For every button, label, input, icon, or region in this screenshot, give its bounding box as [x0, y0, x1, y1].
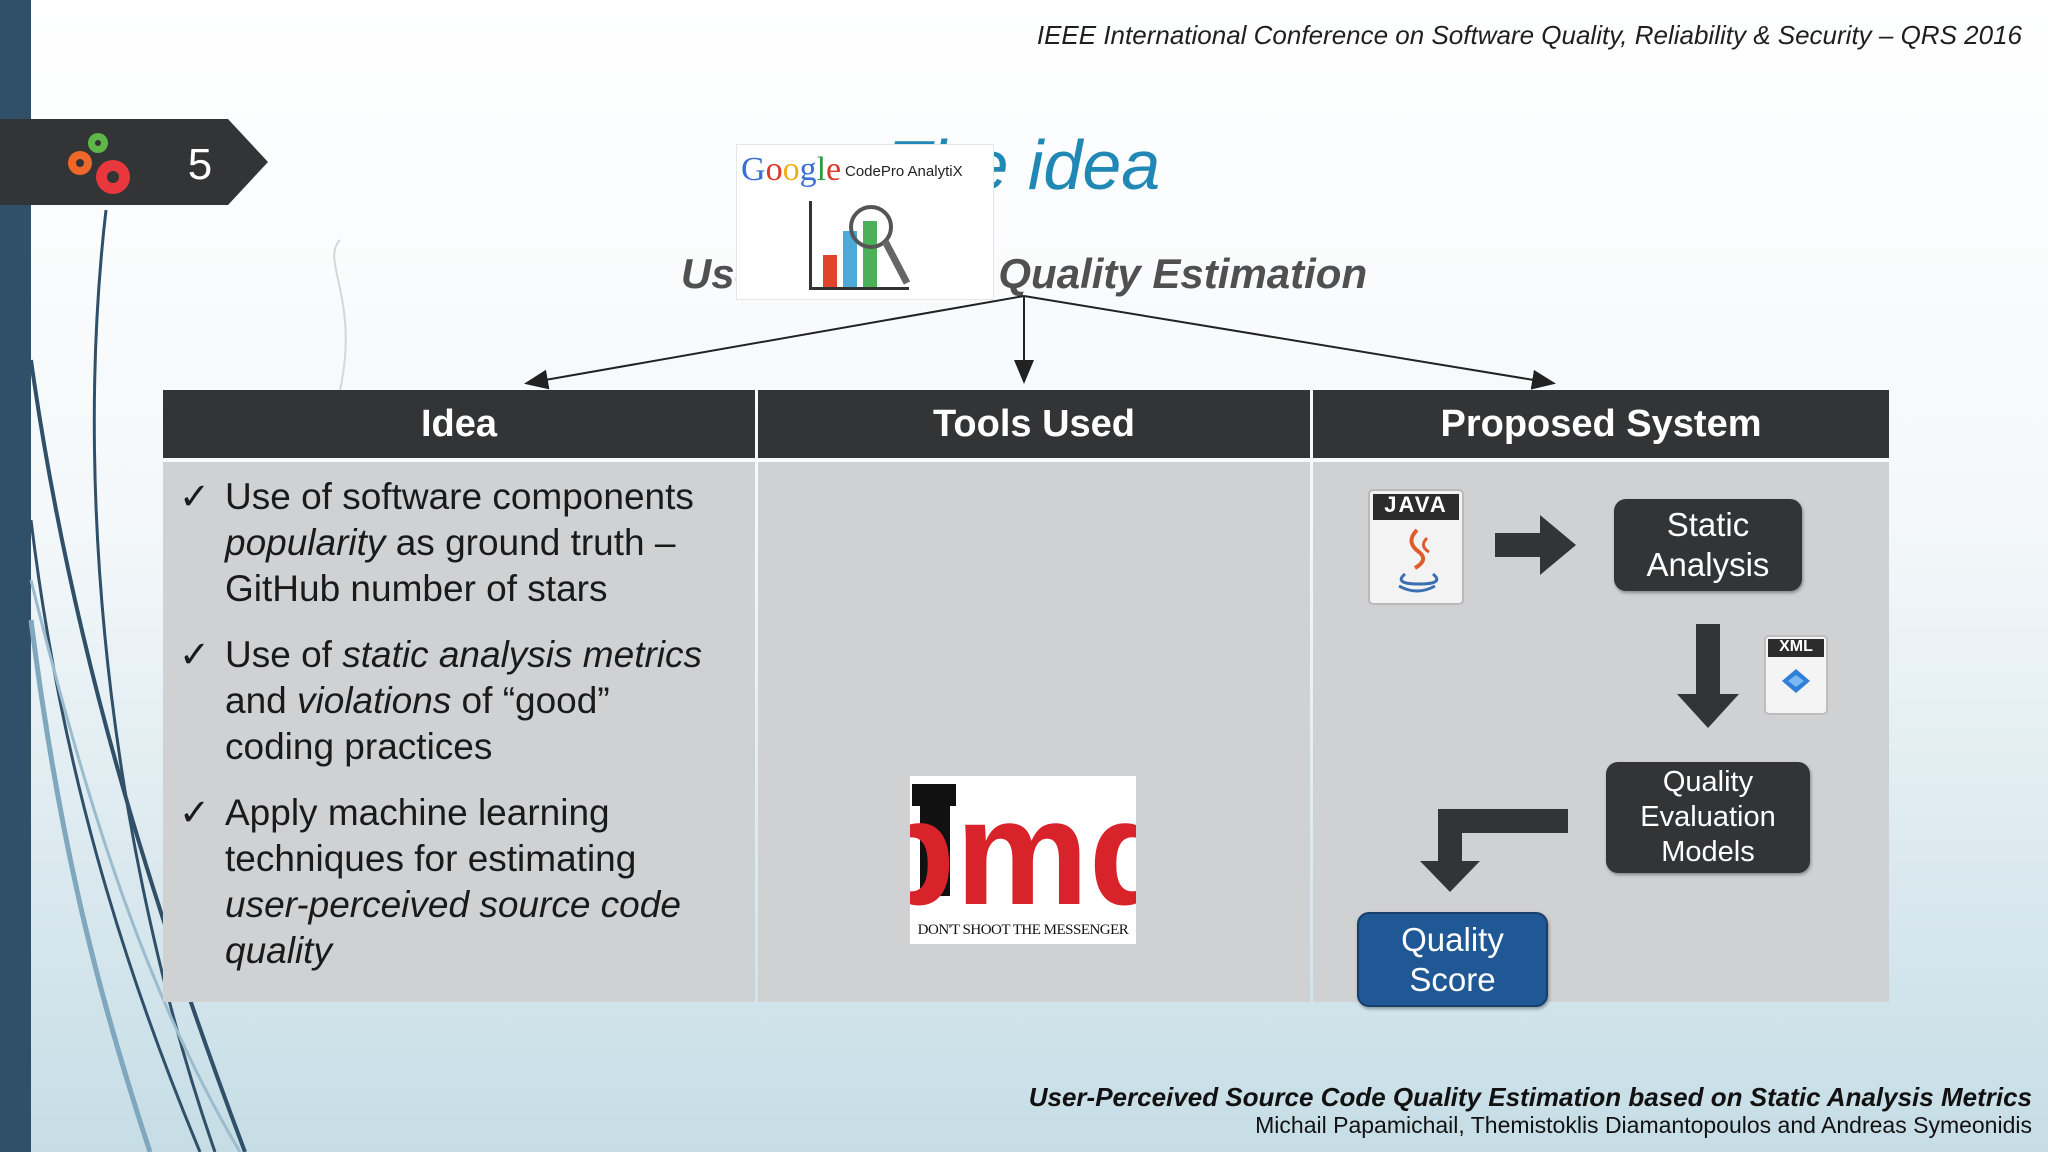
- bullet-line: user-perceived source code: [225, 882, 745, 928]
- slide-number: 5: [187, 140, 213, 189]
- quality-models-line: Models: [1661, 836, 1755, 868]
- google-codepro-logo: Google CodePro AnalytiX: [736, 144, 994, 300]
- bullet-line: Apply machine learning: [225, 790, 745, 836]
- quality-evaluation-models-box: Quality Evaluation Models: [1606, 762, 1810, 873]
- google-letter: G: [741, 151, 766, 188]
- quality-models-line: Quality: [1662, 766, 1754, 798]
- text-run: techniques for estimating: [225, 838, 637, 879]
- arrow-bent-down-icon: [1420, 809, 1568, 892]
- google-letter: o: [782, 151, 800, 188]
- text-run: as ground truth –: [385, 522, 676, 563]
- bullet-line: quality: [225, 928, 745, 974]
- conference-header: IEEE International Conference on Softwar…: [1036, 20, 2022, 50]
- pmd-tagline: DON'T SHOOT THE MESSENGER: [917, 922, 1129, 938]
- static-analysis-box: Static Analysis: [1614, 499, 1802, 591]
- static-analysis-line: Analysis: [1646, 546, 1770, 583]
- italic-text: violations: [297, 680, 452, 721]
- italic-text: quality: [225, 930, 332, 971]
- arrow-right-icon: [1495, 515, 1576, 575]
- slide-number-badge: [0, 119, 268, 205]
- italic-text: user-perceived source code: [225, 884, 681, 925]
- text-run: Apply machine learning: [225, 792, 610, 833]
- google-letter: o: [765, 151, 783, 188]
- subtitle-arrows: [524, 295, 1556, 390]
- java-file-icon: [1368, 489, 1464, 605]
- xml-label: XML: [1779, 638, 1813, 655]
- footer-authors: Michail Papamichail, Themistoklis Diaman…: [1255, 1112, 2032, 1138]
- bullet-line: Use of software components: [225, 474, 745, 520]
- decorative-curves: [28, 209, 347, 1152]
- pmd-wordmark: pmd: [910, 776, 1136, 936]
- text-run: GitHub number of stars: [225, 568, 608, 609]
- text-run: Use of software components: [225, 476, 694, 517]
- google-letter: l: [816, 151, 827, 188]
- header-proposed-system: Proposed System: [1313, 390, 1889, 458]
- analytics-magnifier-icon: [809, 201, 911, 290]
- xml-file-icon: [1764, 635, 1828, 715]
- google-letter: g: [799, 151, 817, 188]
- google-letter: e: [826, 151, 842, 188]
- bullet-text: Apply machine learning techniques for est…: [225, 790, 745, 974]
- bullet-line: and violations of “good”: [225, 678, 745, 724]
- italic-text: popularity: [225, 522, 386, 563]
- header-tools-used: Tools Used: [758, 390, 1310, 458]
- bullet-line: Use of static analysis metrics: [225, 632, 745, 678]
- quality-models-line: Evaluation: [1640, 801, 1776, 833]
- checkmark-icon: ✓: [179, 792, 211, 833]
- pmd-graphic: pmd: [910, 776, 1136, 936]
- static-analysis-line: Static: [1666, 506, 1750, 543]
- gears-icon: [68, 133, 130, 194]
- quality-score-line: Score: [1409, 960, 1496, 998]
- pmd-logo-box: pmd DON'T SHOOT THE MESSENGER: [910, 776, 1136, 944]
- java-label: JAVA: [1384, 492, 1448, 517]
- bullet-line: popularity as ground truth –: [225, 520, 745, 566]
- arrow-down-icon: [1677, 624, 1739, 728]
- footer-paper-title: User-Perceived Source Code Quality Estim…: [1028, 1082, 2032, 1112]
- bullet-line: techniques for estimating: [225, 836, 745, 882]
- codepro-label: CodePro AnalytiX: [845, 163, 963, 180]
- checkmark-icon: ✓: [179, 476, 211, 517]
- bullet-line: coding practices: [225, 724, 745, 770]
- google-wordmark: Google: [741, 151, 841, 189]
- italic-text: static analysis metrics: [342, 634, 703, 675]
- text-run: Use of: [225, 634, 343, 675]
- text-run: of “good”: [451, 680, 610, 721]
- bullet-line: GitHub number of stars: [225, 566, 745, 612]
- quality-score-line: Quality: [1401, 920, 1504, 958]
- checkmark-icon: ✓: [179, 634, 211, 675]
- quality-score-box: Quality Score: [1357, 912, 1548, 1007]
- header-idea: Idea: [163, 390, 755, 458]
- text-run: and: [225, 680, 298, 721]
- text-run: coding practices: [225, 726, 493, 767]
